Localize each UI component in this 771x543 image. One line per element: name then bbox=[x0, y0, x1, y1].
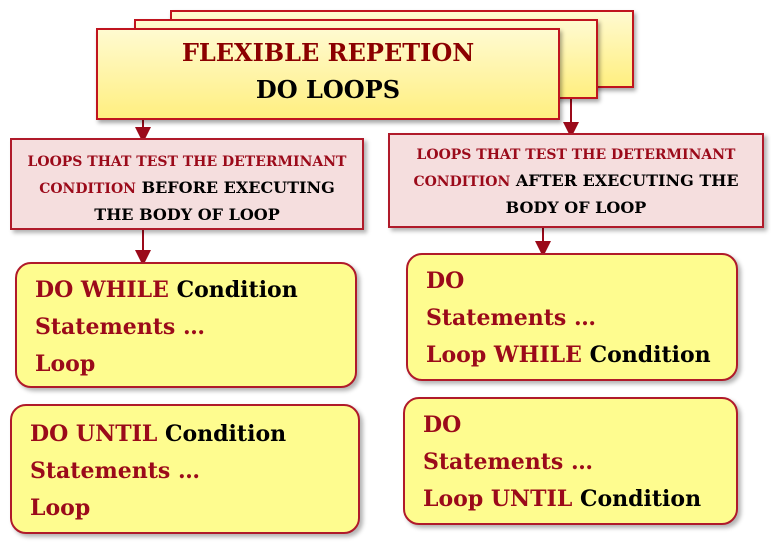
right-header-red-2: CONDITION bbox=[413, 174, 511, 190]
do-while-loop: Loop bbox=[35, 351, 96, 377]
right-header-red-1: LOOPS THAT TEST THE DETERMINANT bbox=[416, 147, 736, 163]
loop-while-card: DO Statements … Loop WHILE Condition bbox=[406, 253, 738, 381]
do-until-condition: Condition bbox=[165, 421, 287, 447]
right-header-black-2: BODY OF LOOP bbox=[505, 198, 647, 217]
left-header-red-1: LOOPS THAT TEST THE DETERMINANT bbox=[27, 154, 347, 170]
loop-until-card: DO Statements … Loop UNTIL Condition bbox=[403, 397, 738, 525]
do-until-statements: Statements … bbox=[30, 458, 200, 484]
diagram-title: FLEXIBLE REPETION bbox=[181, 38, 475, 67]
title-front-page: FLEXIBLE REPETION DO LOOPS bbox=[96, 28, 560, 120]
loop-until-statements: Statements … bbox=[423, 449, 593, 475]
do-until-card: DO UNTIL Condition Statements … Loop bbox=[10, 404, 360, 534]
loop-until-do: DO bbox=[423, 412, 462, 438]
do-while-keyword: DO WHILE bbox=[35, 277, 169, 303]
do-while-card: DO WHILE Condition Statements … Loop bbox=[15, 262, 357, 388]
loop-until-condition: Condition bbox=[579, 486, 702, 512]
do-while-statements: Statements … bbox=[35, 314, 205, 340]
loop-until-keyword: Loop UNTIL bbox=[423, 486, 573, 512]
loop-while-statements: Statements … bbox=[426, 305, 596, 331]
loop-while-condition: Condition bbox=[589, 342, 711, 368]
do-until-keyword: DO UNTIL bbox=[30, 421, 158, 447]
left-header-red-2: CONDITION bbox=[39, 181, 136, 197]
do-while-condition: Condition bbox=[176, 277, 298, 303]
diagram-subtitle: DO LOOPS bbox=[255, 75, 401, 104]
left-header-black-2: THE BODY OF LOOP bbox=[94, 205, 280, 224]
left-header-note: LOOPS THAT TEST THE DETERMINANT CONDITIO… bbox=[10, 138, 364, 230]
left-header-black-1: BEFORE EXECUTING bbox=[141, 178, 335, 197]
loop-while-keyword: Loop WHILE bbox=[426, 342, 582, 368]
do-until-loop: Loop bbox=[30, 495, 91, 521]
right-header-note: LOOPS THAT TEST THE DETERMINANT CONDITIO… bbox=[388, 133, 764, 228]
right-header-black-1: AFTER EXECUTING THE bbox=[515, 171, 739, 190]
loop-while-do: DO bbox=[426, 268, 465, 294]
